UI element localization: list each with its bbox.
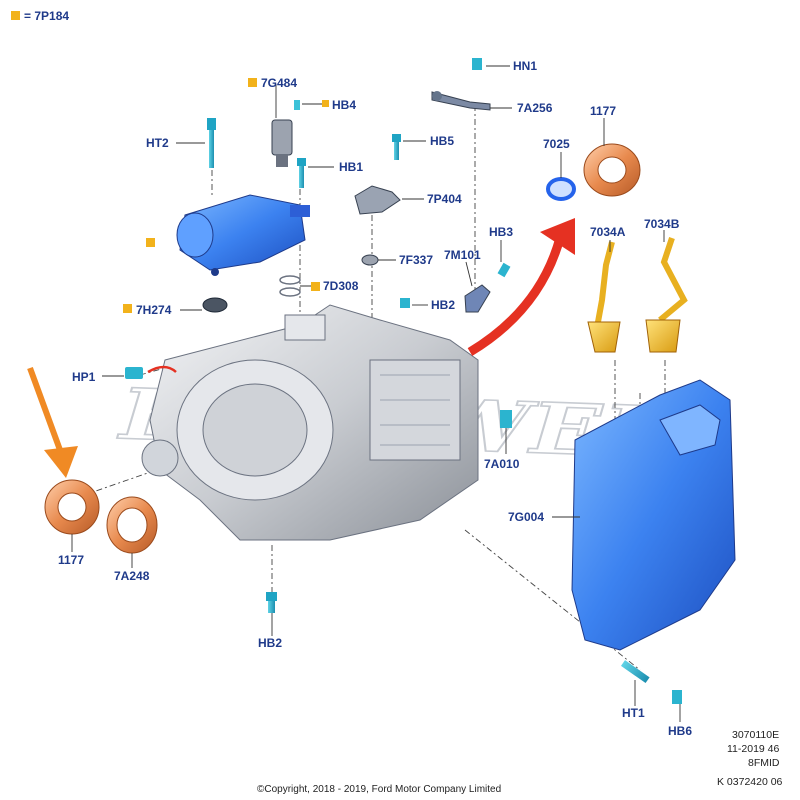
label-ht2: HT2 <box>146 136 169 150</box>
part-7a010 <box>500 410 512 428</box>
seal-1177-bottom <box>44 479 100 535</box>
label-hb3: HB3 <box>489 225 513 239</box>
label-hb2-bottom: HB2 <box>258 636 282 650</box>
oil-pan-7g004 <box>571 379 736 651</box>
washer-7f337 <box>361 254 379 266</box>
bolt-hb1 <box>297 158 306 188</box>
leader-lines <box>71 65 681 722</box>
bolt-hb5 <box>392 134 401 160</box>
label-hb1: HB1 <box>339 160 363 174</box>
bolt-hb6 <box>672 690 682 704</box>
label-hb6: HB6 <box>668 724 692 738</box>
label-7g484: 7G484 <box>261 76 297 90</box>
bracket-7p404 <box>354 185 401 215</box>
orange-arrow <box>27 366 78 478</box>
o-rings-7d308 <box>279 275 301 297</box>
bolt-hb3 <box>497 262 511 278</box>
label-hp1: HP1 <box>72 370 96 384</box>
seal-7h274 <box>202 297 228 313</box>
label-7034a: 7034A <box>590 225 626 239</box>
document-meta: 3070110E 11-2019 46 8FMID K 0372420 06 <box>717 729 783 788</box>
label-hb4: HB4 <box>332 98 356 112</box>
label-hb5: HB5 <box>430 134 454 148</box>
label-7025: 7025 <box>543 137 570 151</box>
pipe-7034a <box>587 241 621 353</box>
label-7a256: 7A256 <box>517 101 553 115</box>
plug-hp1 <box>125 367 143 379</box>
small-red-arrow <box>147 365 177 374</box>
doc-ref: K 0372420 06 <box>717 776 783 788</box>
stud-ht2 <box>207 118 216 168</box>
part-markers <box>123 78 329 313</box>
doc-id: 3070110E <box>732 729 779 741</box>
sensor-7g484 <box>271 119 293 167</box>
doc-code: 8FMID <box>748 757 780 769</box>
label-7p404: 7P404 <box>427 192 462 206</box>
bolt-hb2-top <box>400 298 410 308</box>
legend: = 7P184 <box>11 9 69 23</box>
lever-7a256 <box>431 91 491 111</box>
label-hn1: HN1 <box>513 59 537 73</box>
label-1177-bottom: 1177 <box>58 553 84 567</box>
sensor-7m101 <box>464 284 491 313</box>
pump-motor-assembly <box>176 194 310 276</box>
label-7g004: 7G004 <box>508 510 544 524</box>
nut-hn1 <box>472 58 482 70</box>
legend-marker <box>11 11 20 20</box>
label-1177-top: 1177 <box>590 104 616 118</box>
label-7h274: 7H274 <box>136 303 172 317</box>
label-7a248: 7A248 <box>114 569 150 583</box>
transmission-housing <box>141 304 479 541</box>
red-arrow <box>467 218 575 356</box>
copyright: ©Copyright, 2018 - 2019, Ford Motor Comp… <box>257 784 501 795</box>
stud-ht1 <box>620 660 650 684</box>
pipe-7034b <box>645 237 688 353</box>
seal-7025 <box>546 177 576 201</box>
legend-label: = 7P184 <box>24 9 69 23</box>
seal-7a248 <box>106 496 158 554</box>
part-labels: HN1 7A256 7G484 HB4 HT2 HB1 HB5 7P404 70… <box>58 59 692 738</box>
bolt-hb4 <box>294 100 300 110</box>
label-ht1: HT1 <box>622 706 645 720</box>
label-7d308: 7D308 <box>323 279 359 293</box>
doc-date: 11-2019 46 <box>727 743 780 755</box>
bolt-hb2-bottom <box>266 592 277 613</box>
label-7a010: 7A010 <box>484 457 520 471</box>
label-7034b: 7034B <box>644 217 680 231</box>
label-7f337: 7F337 <box>399 253 433 267</box>
label-hb2-top: HB2 <box>431 298 455 312</box>
label-7m101: 7M101 <box>444 248 481 262</box>
seal-1177-top <box>583 143 641 197</box>
